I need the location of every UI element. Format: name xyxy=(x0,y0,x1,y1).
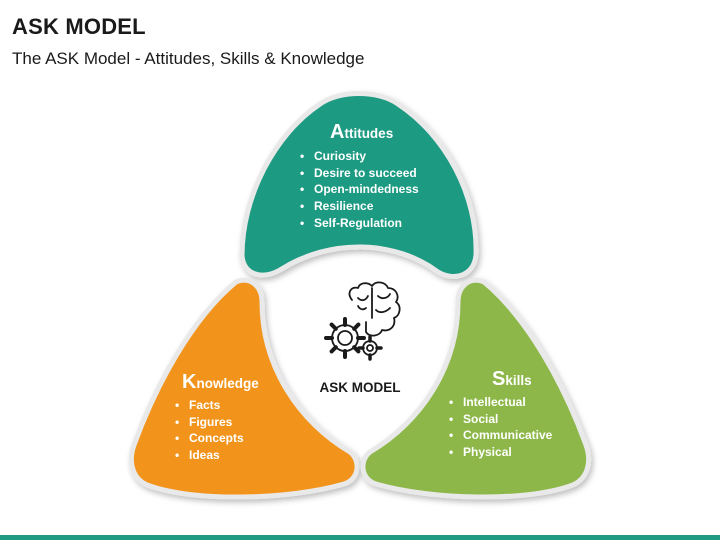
list-item: Social xyxy=(449,411,552,428)
list-item: Communicative xyxy=(449,427,552,444)
page-title: ASK MODEL xyxy=(12,14,146,39)
list-item: Facts xyxy=(175,397,244,414)
attitudes-title-initial: A xyxy=(330,121,345,143)
skills-title-initial: S xyxy=(492,368,506,390)
brain-gears-icon xyxy=(324,281,401,361)
list-item: Intellectual xyxy=(449,394,552,411)
list-item: Figures xyxy=(175,414,244,431)
list-item: Desire to succeed xyxy=(300,165,419,182)
list-item: Resilience xyxy=(300,198,419,215)
list-item: Ideas xyxy=(175,447,244,464)
attitudes-title-rest: ttitudes xyxy=(344,126,394,141)
skills-title: Skills xyxy=(492,369,532,389)
bottom-accent-bar xyxy=(0,535,720,540)
center-label: ASK MODEL xyxy=(319,380,401,395)
page-subtitle: The ASK Model - Attitudes, Skills & Know… xyxy=(12,49,365,68)
skills-list: Intellectual Social Communicative Physic… xyxy=(449,394,552,461)
list-item: Self-Regulation xyxy=(300,215,419,232)
skills-title-rest: kills xyxy=(505,373,532,388)
list-item: Open-mindedness xyxy=(300,181,419,198)
attitudes-title: Attitudes xyxy=(330,122,393,142)
list-item: Curiosity xyxy=(300,148,419,165)
knowledge-title-rest: nowledge xyxy=(196,376,259,391)
list-item: Physical xyxy=(449,444,552,461)
knowledge-title-initial: K xyxy=(182,371,197,393)
list-item: Concepts xyxy=(175,430,244,447)
knowledge-list: Facts Figures Concepts Ideas xyxy=(175,397,244,464)
attitudes-list: Curiosity Desire to succeed Open-mindedn… xyxy=(300,148,419,232)
knowledge-title: Knowledge xyxy=(182,372,259,392)
